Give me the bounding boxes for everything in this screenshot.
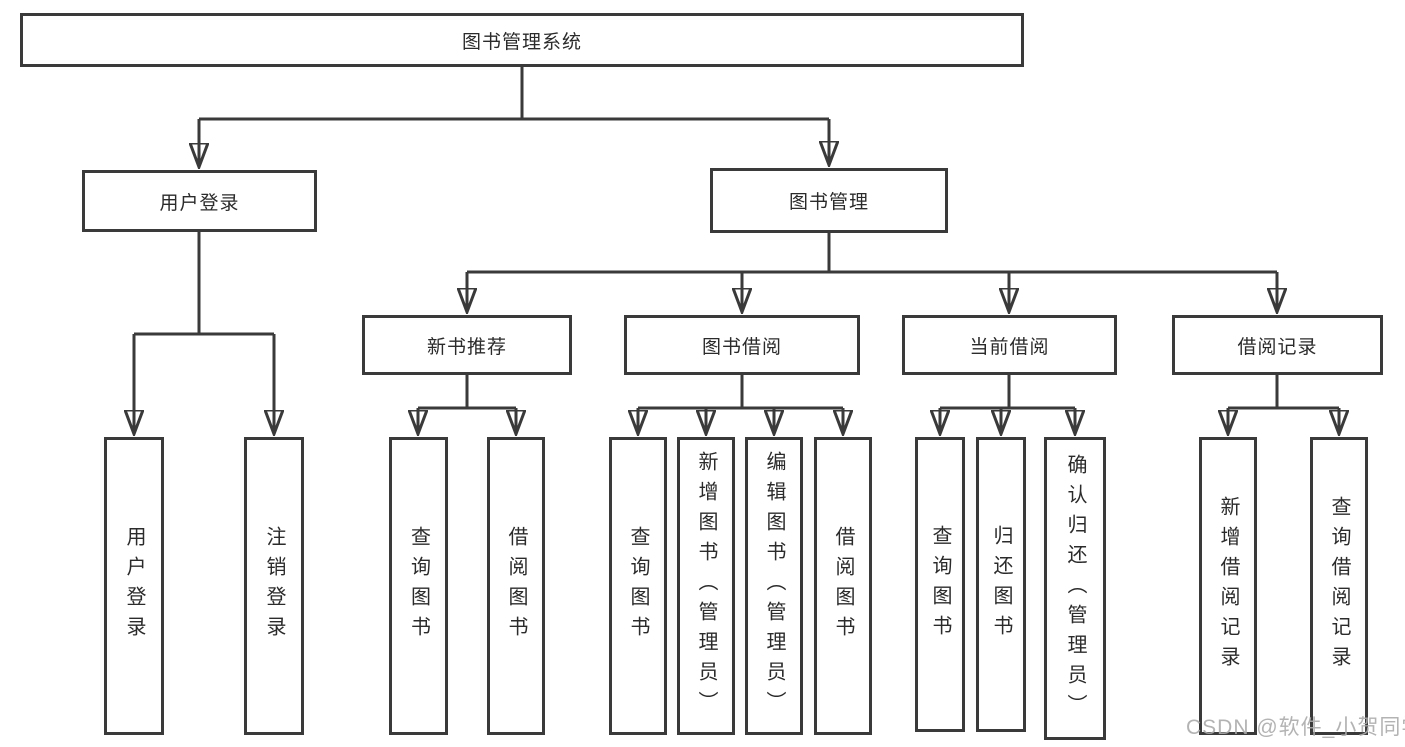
leaf-borrow-books-borrow: 借阅图书 — [814, 437, 872, 735]
leaf-edit-book-admin: 编辑图书（管理员） — [745, 437, 803, 735]
leaf-query-borrow-record: 查询借阅记录 — [1310, 437, 1368, 735]
csdn-watermark: CSDN @软件_小贺同学 — [1186, 716, 1405, 739]
node-root-library-system: 图书管理系统 — [20, 13, 1024, 67]
leaf-borrow-books-new: 借阅图书 — [487, 437, 545, 735]
leaf-return-book: 归还图书 — [976, 437, 1026, 732]
node-borrowing-records: 借阅记录 — [1172, 315, 1383, 375]
leaf-query-books-current: 查询图书 — [915, 437, 965, 732]
node-book-borrowing: 图书借阅 — [624, 315, 860, 375]
node-book-management: 图书管理 — [710, 168, 948, 233]
leaf-user-login: 用户登录 — [104, 437, 164, 735]
node-new-book-recommendation: 新书推荐 — [362, 315, 572, 375]
node-current-borrowing: 当前借阅 — [902, 315, 1117, 375]
leaf-add-book-admin: 新增图书（管理员） — [677, 437, 735, 735]
leaf-query-books-new: 查询图书 — [389, 437, 448, 735]
leaf-add-borrow-record: 新增借阅记录 — [1199, 437, 1257, 735]
node-user-login: 用户登录 — [82, 170, 317, 232]
leaf-logout: 注销登录 — [244, 437, 304, 735]
leaf-query-books-borrow: 查询图书 — [609, 437, 667, 735]
leaf-confirm-return-admin: 确认归还（管理员） — [1044, 437, 1106, 740]
